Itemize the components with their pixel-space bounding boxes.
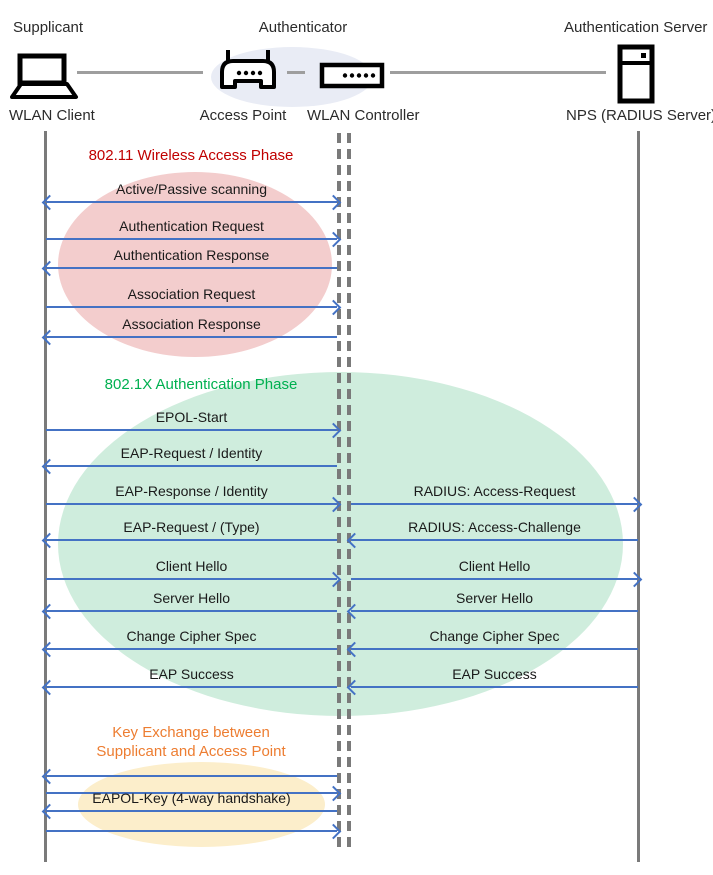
message-label (46, 772, 337, 788)
message-line (346, 603, 638, 620)
message-label: RADIUS: Access-Challenge (408, 519, 581, 535)
role-authenticator: Authenticator (258, 19, 348, 36)
server-icon (617, 44, 655, 104)
message-line (41, 803, 337, 820)
message-label: Client Hello (458, 558, 531, 574)
laptop-icon (10, 53, 78, 99)
message-line (41, 458, 337, 475)
label-wlan-client: WLAN Client (9, 107, 95, 124)
lifeline-authenticator-dashed-1 (337, 133, 341, 852)
message-line (351, 571, 643, 588)
phase3-title-line1: Key Exchange between (112, 724, 270, 741)
message-active-passive-scanning: Active/Passive scanning (41, 181, 342, 211)
message-line (41, 329, 337, 346)
message-line (41, 194, 342, 211)
message-label: EAP Success (452, 666, 537, 682)
message-line (46, 571, 342, 588)
label-nps-radius-server: NPS (RADIUS Server) (566, 107, 713, 124)
message-line (41, 603, 337, 620)
message-eap-success-left: EAP Success (41, 666, 337, 696)
connector-ap-controller (287, 71, 305, 74)
message-line (41, 532, 337, 549)
message-line (41, 641, 337, 658)
wlan-controller-icon (319, 62, 385, 89)
phase2-title: 802.1X Authentication Phase (104, 376, 298, 393)
message-label: EPOL-Start (155, 409, 228, 425)
message-server-hello-left: Server Hello (41, 590, 337, 620)
message-label: EAP-Request / Identity (120, 445, 263, 461)
lifeline-wlan-client (44, 131, 47, 862)
access-point-icon (220, 50, 276, 89)
message-label: EAPOL-Key (4-way handshake) (92, 790, 291, 806)
message-label: Authentication Request (119, 218, 264, 234)
message-radius-access-request: RADIUS: Access-Request (351, 483, 643, 513)
message-label: Server Hello (455, 590, 534, 606)
message-line (346, 532, 638, 549)
message-change-cipher-spec-left: Change Cipher Spec (41, 628, 337, 658)
message-label: Active/Passive scanning (116, 181, 267, 197)
message-eap-response-identity: EAP-Response / Identity (46, 483, 342, 513)
connector-client-ap (77, 71, 203, 74)
message-eap-success-right: EAP Success (346, 666, 638, 696)
message-line (351, 496, 643, 513)
message-line (46, 231, 342, 248)
message-eapol-key-3: EAPOL-Key (4-way handshake) (41, 790, 337, 820)
message-label: Association Response (122, 316, 261, 332)
phase3-title: Key Exchange between Supplicant and Acce… (41, 723, 341, 761)
message-eap-request-identity: EAP-Request / Identity (41, 445, 337, 475)
message-label: Association Request (127, 286, 256, 302)
message-line (41, 768, 337, 785)
role-authentication-server: Authentication Server (564, 19, 708, 36)
message-label: Client Hello (155, 558, 228, 574)
message-line (46, 422, 342, 439)
message-line (346, 679, 638, 696)
message-line (41, 679, 337, 696)
message-label: Authentication Response (113, 247, 270, 263)
message-label: RADIUS: Access-Request (413, 483, 576, 499)
message-label (46, 755, 337, 771)
message-label (46, 810, 337, 826)
message-eapol-key-2 (46, 772, 342, 802)
message-line (346, 641, 638, 658)
label-wlan-controller: WLAN Controller (307, 107, 420, 124)
label-access-point: Access Point (199, 107, 287, 124)
message-association-response: Association Response (41, 316, 337, 346)
phase3-title-line2: Supplicant and Access Point (96, 743, 286, 760)
message-client-hello-left: Client Hello (46, 558, 342, 588)
lifeline-radius-server (637, 131, 640, 862)
message-label: EAP Success (149, 666, 234, 682)
message-eapol-key-1 (41, 755, 337, 785)
message-eap-request-type: EAP-Request / (Type) (41, 519, 337, 549)
message-association-request: Association Request (46, 286, 342, 316)
message-eapol-key-4 (46, 810, 342, 840)
message-label: Change Cipher Spec (126, 628, 257, 644)
phase1-title: 802.11 Wireless Access Phase (88, 147, 294, 164)
role-supplicant: Supplicant (13, 19, 84, 36)
message-line (46, 496, 342, 513)
message-line (46, 823, 342, 840)
message-label: Server Hello (152, 590, 231, 606)
connector-controller-server (390, 71, 606, 74)
message-authentication-response: Authentication Response (41, 247, 337, 277)
message-authentication-request: Authentication Request (46, 218, 342, 248)
lifeline-authenticator-dashed-2 (347, 133, 351, 852)
message-radius-access-challenge: RADIUS: Access-Challenge (346, 519, 638, 549)
message-label: Change Cipher Spec (429, 628, 560, 644)
message-line (41, 260, 337, 277)
message-label: EAP-Response / Identity (115, 483, 268, 499)
message-server-hello-right: Server Hello (346, 590, 638, 620)
message-epol-start: EPOL-Start (46, 409, 342, 439)
message-change-cipher-spec-right: Change Cipher Spec (346, 628, 638, 658)
message-label: EAP-Request / (Type) (123, 519, 260, 535)
message-line (46, 299, 342, 316)
message-client-hello-right: Client Hello (351, 558, 643, 588)
message-line (46, 785, 342, 802)
